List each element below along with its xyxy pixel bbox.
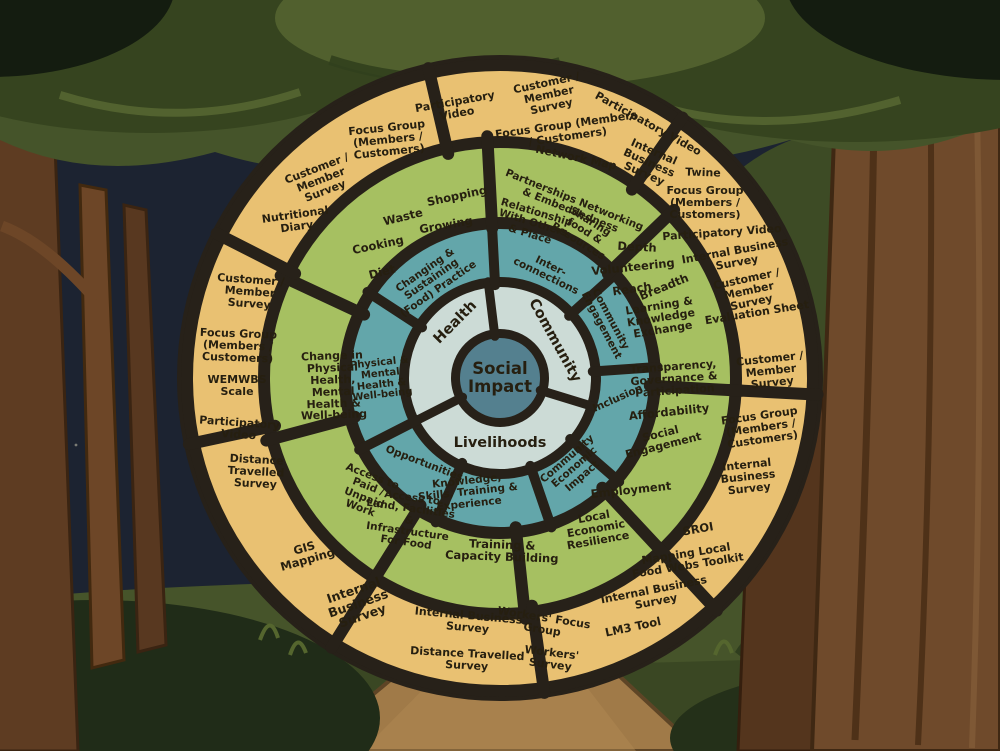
domain-livelihoods: Livelihoods (453, 435, 547, 452)
outcomes-ring (347, 225, 653, 531)
method-distance-travelled-survey-left: Distance Travelled Survey (227, 451, 285, 492)
theme-employment: Employment (590, 478, 672, 501)
tree-trunk-left-2 (122, 203, 168, 654)
theme-social-engagement: Social Engagement (623, 423, 703, 462)
branch-left (0, 220, 101, 304)
methods-ring (185, 63, 815, 693)
theme-affordability: Affordability (628, 400, 710, 423)
domains-ring (406, 284, 594, 472)
method-gis-mapping: GIS Mapping (278, 538, 337, 575)
method-internal-business-survey-bottomleft: Internal Business Survey (324, 573, 390, 631)
method-focus-group-left: Focus Group (Members / Customers) (199, 325, 278, 366)
center-circle (455, 333, 545, 423)
method-wemwbs-scale: WEMWBS Scale (207, 373, 267, 398)
method-distance-travelled-survey-bottom: Distance Travelled Survey (409, 644, 525, 674)
method-customer-member-survey-topright: Customer / Member Survey (512, 69, 581, 118)
method-focus-group-rightlower: Focus Group (Members / Customers) (720, 404, 799, 451)
ring-borders (181, 59, 819, 697)
domain-health: Health (430, 297, 481, 348)
themes-ring (265, 143, 735, 613)
wheel-rings (177, 55, 823, 701)
theme-cooking: Cooking (350, 232, 405, 258)
method-twine: Twine (685, 165, 721, 180)
method-focus-group-rightupper: Focus Group (Members / Customers) (666, 184, 744, 221)
method-internal-business-survey-bottomright: Internal Business Survey (599, 573, 708, 612)
method-participatory-video-left: Participatory Video (198, 413, 281, 443)
method-nutritional-diary: Nutritional Diary (260, 203, 330, 236)
theme-change-in-physical-mental-health: Change in Physical Health, Mental Health… (300, 348, 368, 423)
theme-training-capacity-building: Training & Capacity Building (444, 536, 559, 566)
center-label: Social Impact (468, 359, 532, 396)
method-customer-member-survey-left: Customer / Member Survey (216, 270, 285, 312)
method-sroi: SROI (681, 519, 715, 539)
method-internal-business-survey-rightlower: Internal Business Survey (719, 455, 776, 498)
tree-trunk-left-1 (78, 183, 126, 670)
segment-dividers (182, 62, 824, 699)
method-customer-member-survey-rightlower: Customer / Member Survey (735, 348, 804, 392)
method-mapping-local-food-webs-toolkit: Mapping Local Food Webs Toolkit (631, 540, 745, 581)
theme-transparency-governance-participation: Transparency, Governance & Participation (629, 357, 718, 400)
outcome-inter-connections: Inter-connections (511, 253, 581, 298)
